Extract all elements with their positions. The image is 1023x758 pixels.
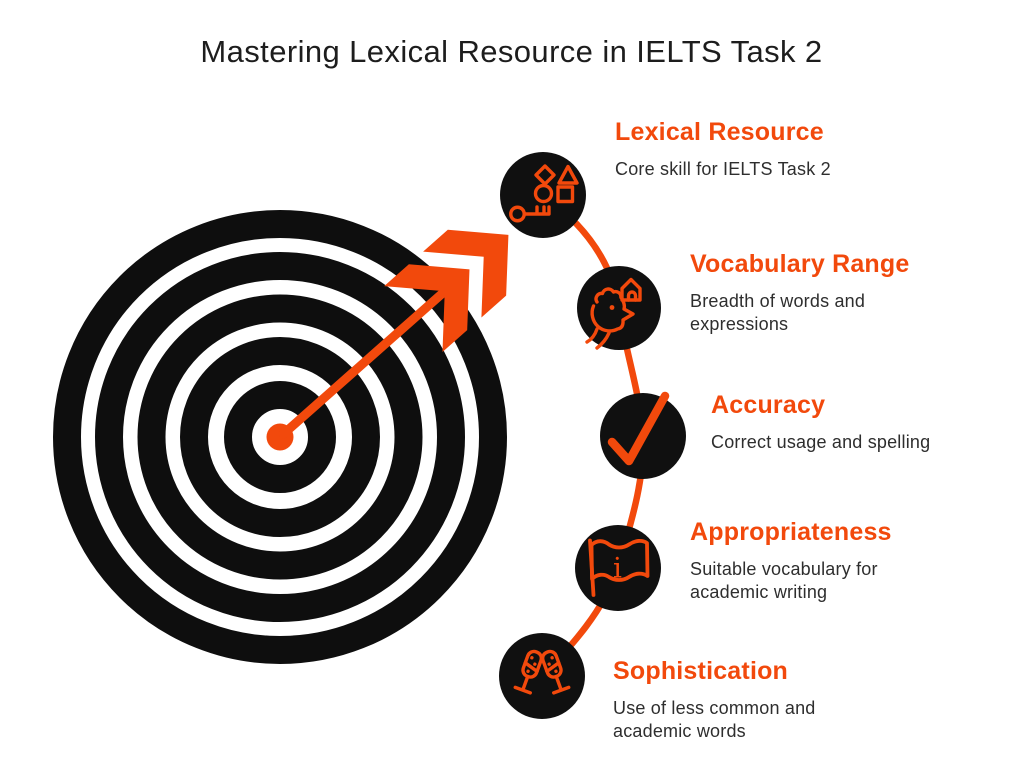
- node-circle: [499, 633, 585, 719]
- shapes-key-icon: [509, 164, 579, 223]
- timeline-item-description: Core skill for IELTS Task 2: [615, 159, 831, 179]
- timeline-item-appropriateness: Appropriateness Suitable vocabulary for …: [690, 517, 925, 604]
- champagne-toast-icon: [513, 649, 571, 695]
- timeline-node-1: [500, 152, 586, 238]
- info-flag-icon: i: [588, 538, 650, 597]
- timeline-item-description: Breadth of words and expressions: [690, 291, 866, 334]
- timeline-item-heading: Appropriateness: [690, 518, 892, 546]
- timeline-item-heading: Vocabulary Range: [690, 250, 910, 278]
- node-circle: [577, 266, 661, 350]
- node-circle: [575, 525, 661, 611]
- timeline-item-heading: Accuracy: [711, 391, 826, 419]
- arrow-icon: [278, 229, 509, 439]
- timeline-node-4: i: [575, 525, 661, 611]
- checkmark-icon: [607, 391, 670, 466]
- rooster-house-icon: [585, 277, 642, 350]
- timeline-item-description: Correct usage and spelling: [711, 432, 931, 452]
- timeline-item-accuracy: Accuracy Correct usage and spelling: [711, 390, 1011, 454]
- timeline-item-heading: Lexical Resource: [615, 118, 824, 146]
- flag-letter: i: [613, 552, 622, 585]
- page-title: Mastering Lexical Resource in IELTS Task…: [200, 34, 823, 69]
- arrow-shaft: [278, 269, 469, 439]
- timeline-item-description: Use of less common and academic words: [613, 698, 816, 741]
- arrow-fletching-back: [423, 229, 509, 318]
- timeline-node-5: [499, 633, 585, 719]
- timeline-node-3: [600, 391, 686, 479]
- bullseye-target-icon: [53, 210, 507, 664]
- timeline-item-sophistication: Sophistication Use of less common and ac…: [613, 656, 853, 743]
- timeline-item-heading: Sophistication: [613, 657, 789, 685]
- timeline-item-vocabulary-range: Vocabulary Range Breadth of words and ex…: [690, 249, 910, 336]
- timeline-node-2: [577, 266, 661, 350]
- arrow-fletching-front: [384, 264, 470, 353]
- timeline-item-description: Suitable vocabulary for academic writing: [690, 559, 878, 602]
- timeline-item-lexical-resource: Lexical Resource Core skill for IELTS Ta…: [615, 117, 915, 181]
